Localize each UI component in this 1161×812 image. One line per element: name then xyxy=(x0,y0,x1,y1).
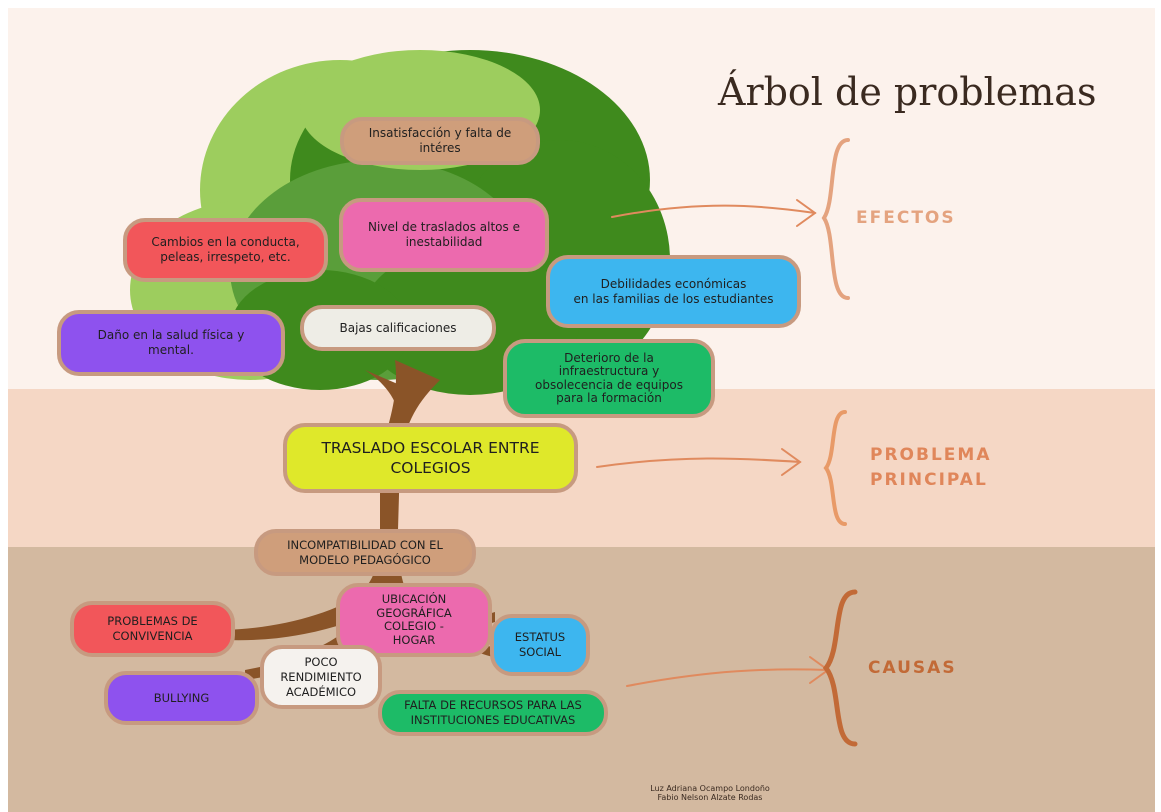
main-problem-label: PROBLEMA PRINCIPAL xyxy=(870,443,991,493)
effect-bajas-calificaciones: Bajas calificaciones xyxy=(300,305,496,351)
cause-ubicacion-line: HOGAR xyxy=(392,632,436,647)
cause-ubicacion-line: GEOGRÁFICA xyxy=(376,605,452,620)
cause-incompatibilidad-line: MODELO PEDAGÓGICO xyxy=(299,552,431,567)
effect-debilidades-line: en las familias de los estudiantes xyxy=(573,291,774,306)
cause-poco-rendimiento-line: ACADÉMICO xyxy=(285,684,357,699)
page-title: Árbol de problemas xyxy=(718,70,1097,114)
main-problem-label-line2: PRINCIPAL xyxy=(870,470,988,490)
cause-ubicacion-line: UBICACIÓN xyxy=(381,592,447,606)
main-problem-label-line1: PROBLEMA xyxy=(870,445,992,465)
causes-label: CAUSAS xyxy=(868,658,957,678)
cause-ubicacion-line: COLEGIO - xyxy=(384,619,444,633)
credit-author: Luz Adriana Ocampo Londoño xyxy=(650,784,770,793)
cause-estatus-social-line: ESTATUS xyxy=(514,630,566,644)
effect-dano-salud-line: mental. xyxy=(148,343,194,357)
cause-falta-recursos-line: FALTA DE RECURSOS PARA LAS xyxy=(404,698,582,712)
cause-problemas-convivencia-line: PROBLEMAS DE xyxy=(107,614,198,628)
effect-deterioro-line: obsolecencia de equipos xyxy=(535,377,683,392)
effect-nivel-traslados-line: Nivel de traslados altos e xyxy=(368,220,520,234)
effect-dano-salud-line: Daño en la salud física y xyxy=(97,328,245,342)
effect-deterioro-line: para la formación xyxy=(556,391,662,405)
main-problem-line: COLEGIOS xyxy=(390,459,471,477)
effect-deterioro-line: Deterioro de la xyxy=(564,350,654,365)
credits: Luz Adriana Ocampo Londoño Fabio Nelson … xyxy=(620,784,800,802)
cause-falta-recursos-line: INSTITUCIONES EDUCATIVAS xyxy=(410,713,576,727)
cause-poco-rendimiento-line: POCO xyxy=(304,654,338,669)
cause-incompatibilidad-line: INCOMPATIBILIDAD CON EL xyxy=(287,537,443,552)
effect-cambios-conducta-line: Cambios en la conducta, xyxy=(151,235,300,249)
effect-cambios-conducta-line: peleas, irrespeto, etc. xyxy=(160,250,291,264)
effect-nivel-traslados-line: inestabilidad xyxy=(405,235,483,249)
effect-insatisfaccion-line: intéres xyxy=(419,141,461,155)
credit-author: Fabio Nelson Alzate Rodas xyxy=(657,793,763,802)
cause-poco-rendimiento-line: RENDIMIENTO xyxy=(280,669,362,684)
cause-bullying-line: BULLYING xyxy=(153,690,210,705)
cause-bullying: BULLYING xyxy=(104,671,259,725)
cause-problemas-convivencia-line: CONVIVENCIA xyxy=(112,629,193,643)
effect-debilidades-line: Debilidades económicas xyxy=(600,276,747,291)
effect-bajas-calificaciones-line: Bajas calificaciones xyxy=(339,320,457,335)
effect-cambios-conducta: Cambios en la conducta,peleas, irrespeto… xyxy=(123,218,328,282)
main-problem: TRASLADO ESCOLAR ENTRE COLEGIOS xyxy=(283,423,578,493)
cause-estatus-social-line: SOCIAL xyxy=(518,645,562,659)
effects-label: EFECTOS xyxy=(856,208,956,228)
main-problem-line: TRASLADO ESCOLAR ENTRE xyxy=(321,439,540,457)
effect-deterioro-line: infraestructura y xyxy=(558,364,660,378)
effect-insatisfaccion-line: Insatisfacción y falta de xyxy=(368,126,512,140)
